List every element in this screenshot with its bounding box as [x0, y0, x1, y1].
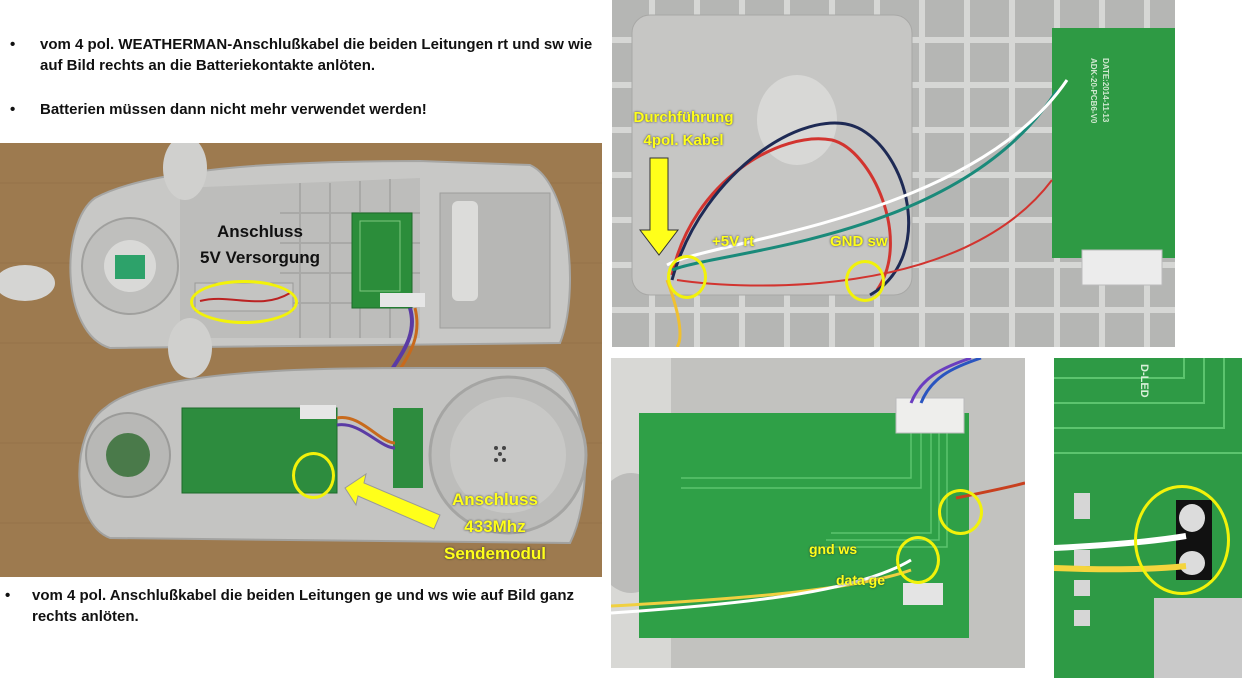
label-module-line3: Sendemodul	[443, 544, 546, 563]
label-feedthrough-line2: 4pol. Kabel	[643, 132, 724, 149]
label-supply-line2: 5V Versorgung	[200, 248, 320, 267]
label-data-yellow: data ge	[836, 572, 886, 588]
pcb-print-line2: DATE:2014-11-13	[1101, 58, 1110, 123]
label-module-line1: Anschluss	[452, 490, 538, 509]
label-feedthrough-line1: Durchführung	[633, 109, 734, 126]
bullet-anschlusskabel: • vom 4 pol. Anschlußkabel die beiden Le…	[5, 585, 600, 627]
bullet-text: vom 4 pol. WEATHERMAN-Anschlußkabel die …	[40, 36, 593, 74]
bullet-batteries: • Batterien müssen dann nicht mehr verwe…	[10, 99, 608, 120]
photo-battery-contacts: ADK-20-PCB6-V0 DATE:2014-11-13 Durchführ…	[612, 0, 1175, 347]
label-gnd-white: gnd ws	[809, 541, 858, 557]
label-supply: Anschluss 5V Versorgung	[185, 219, 335, 271]
bullet-marker: •	[10, 36, 16, 53]
highlight-module-circle	[292, 452, 335, 499]
photo-opened-sensor-housing: Anschluss 5V Versorgung Anschluss 433Mhz…	[0, 143, 602, 577]
highlight-supply-circle	[190, 280, 298, 324]
label-transmitter: Anschluss 433Mhz Sendemodul	[425, 486, 565, 567]
label-feedthrough: Durchführung 4pol. Kabel	[626, 106, 741, 152]
bullet-marker: •	[10, 101, 16, 118]
highlight-top-pins-circle	[938, 489, 983, 535]
highlight-plus5v-circle	[667, 255, 707, 299]
photo-solder-closeup: D-LED	[1054, 358, 1242, 678]
battery-contacts-illustration	[612, 0, 1175, 347]
bullet-marker: •	[5, 587, 11, 604]
transmitter-board-illustration	[611, 358, 1025, 668]
photo-transmitter-board: gnd ws data ge	[611, 358, 1025, 668]
bullet-text: vom 4 pol. Anschlußkabel die beiden Leit…	[32, 587, 575, 625]
highlight-data-gnd-circle	[896, 536, 940, 584]
label-module-line2: 433Mhz	[464, 517, 526, 536]
bullet-text: Batterien müssen dann nicht mehr verwend…	[40, 101, 427, 118]
highlight-solder-joint-circle	[1134, 485, 1230, 595]
bullet-weatherman-cable: • vom 4 pol. WEATHERMAN-Anschlußkabel di…	[10, 34, 608, 76]
pcb-print-line1: ADK-20-PCB6-V0	[1089, 58, 1098, 124]
label-gnd-black: GND sw	[830, 233, 888, 250]
highlight-gnd-circle	[845, 260, 885, 302]
pcb-led-label: D-LED	[1138, 364, 1150, 398]
label-plus5v-red: +5V rt	[712, 233, 755, 250]
label-supply-line1: Anschluss	[217, 222, 303, 241]
